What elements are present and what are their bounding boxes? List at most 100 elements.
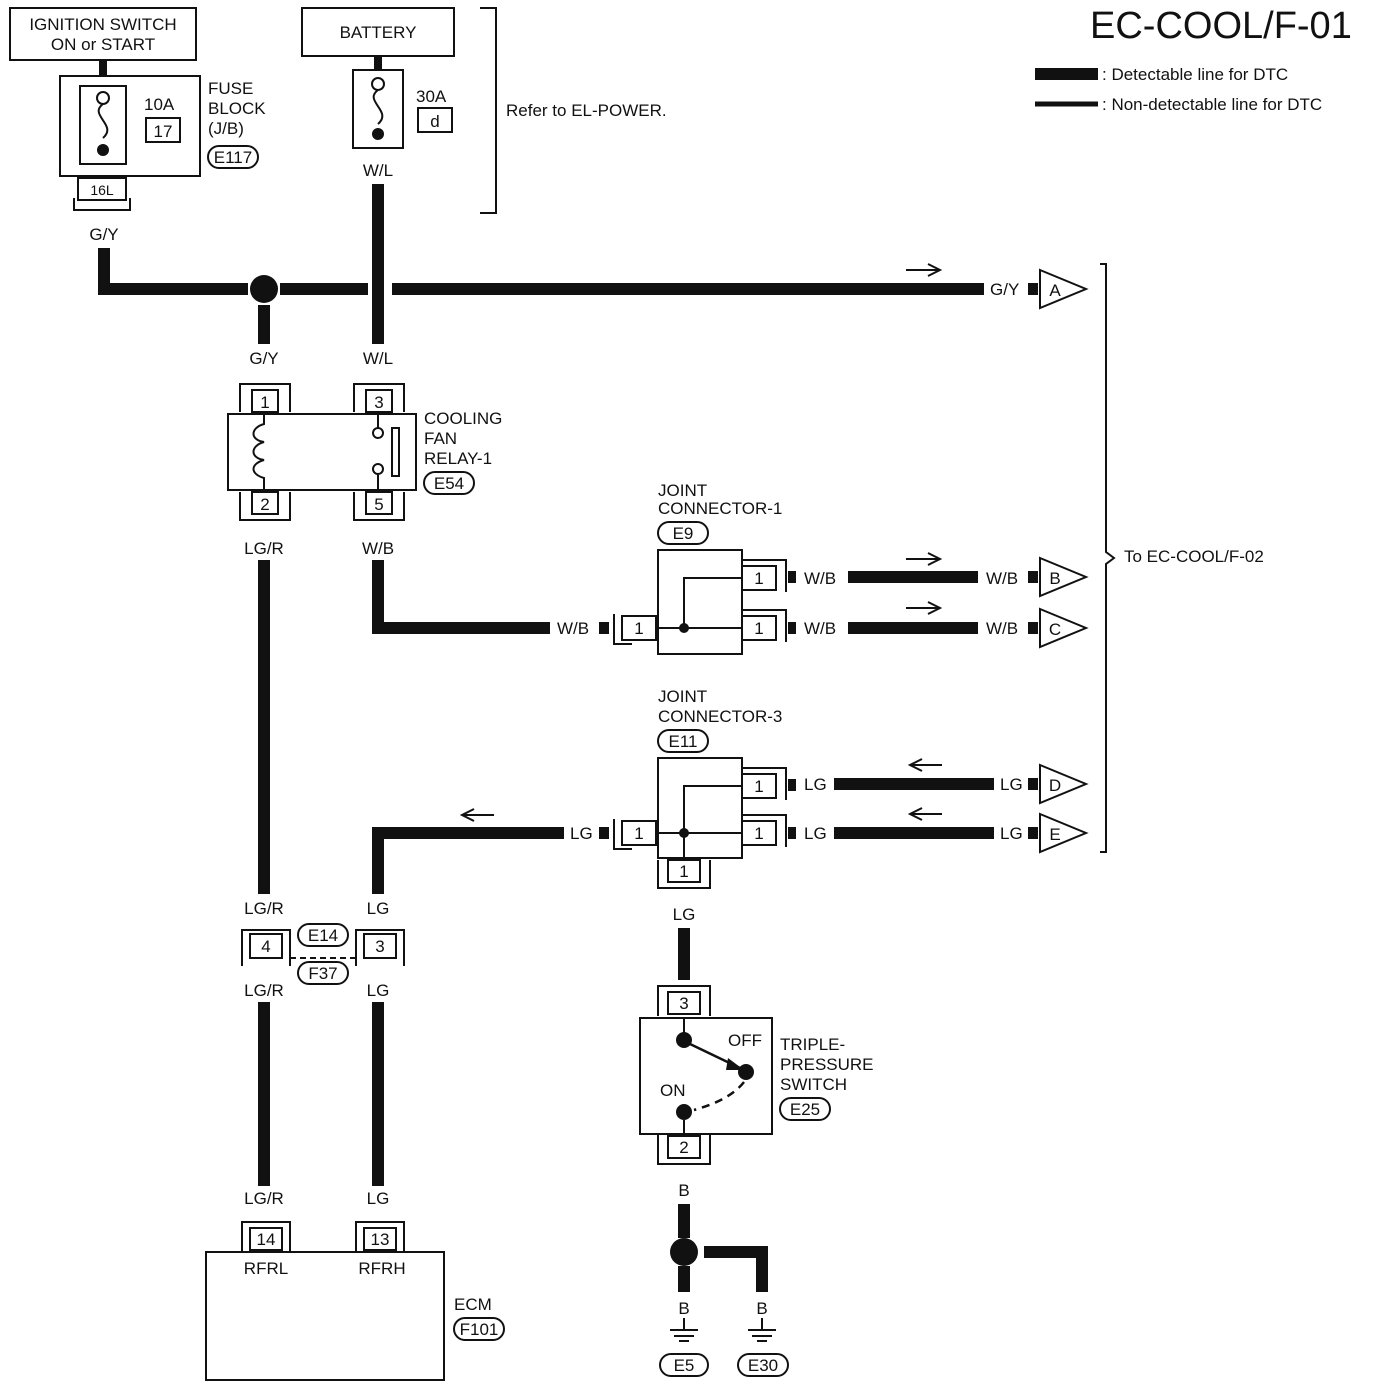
jc3-pin-in-d: 1 [754,777,763,796]
legend-nondetectable-label: : Non-detectable line for DTC [1102,95,1322,114]
ecm-name: ECM [454,1295,492,1314]
fuse-block-name-3: (J/B) [208,119,244,138]
relay-pin-3: 3 [374,393,383,412]
battery-wire-color: W/L [363,161,393,180]
wire-gy-ignition [98,248,248,295]
offpage-c-triangle [1039,607,1089,649]
diagram-title: EC-COOL/F-01 [1090,5,1352,47]
wire-color-wb-3: W/B [804,569,836,588]
refer-bracket [480,7,497,214]
wire-b-to-e30 [704,1246,768,1292]
battery-box [301,7,455,57]
ecm-terminal-rfrl: RFRL [244,1259,288,1278]
relay-pin-5: 5 [374,495,383,514]
wire-color-lgr-2: LG/R [244,899,284,918]
wire-color-lg-4b: LG [673,905,696,924]
joint-connector-1-box [657,549,743,655]
ground-splice [670,1238,698,1266]
wire-color-lgr-4: LG/R [244,1189,284,1208]
jc3-pin-bottom: 1 [679,862,688,881]
wire-color-wb-c: W/B [986,619,1018,638]
jc1-pin-in: 1 [634,619,643,638]
offpage-a: A [1049,281,1061,300]
fuse-block-amp: 10A [144,95,175,114]
offpage-e: E [1049,825,1060,844]
wire-color-lg-3: LG [367,981,390,1000]
relay-pin-1: 1 [260,393,269,412]
wire-color-gy-1: G/Y [89,225,118,244]
wire-color-lgr-3: LG/R [244,981,284,1000]
cooling-fan-relay-box [227,413,417,491]
ground-e5: E5 [674,1356,695,1375]
ground-e30: E30 [748,1356,778,1375]
jc3-pin-in-e: 1 [754,824,763,843]
jc3-name-2: CONNECTOR-3 [658,707,782,726]
jc1-connector: E9 [673,524,694,543]
arrow-left-icon [907,758,942,772]
switch-name-3: SWITCH [780,1075,847,1094]
switch-on-label: ON [660,1081,686,1100]
wire-color-wb-1: W/B [362,539,394,558]
fuse-block-terminal: 16L [90,182,114,198]
joint-connector-3-box [657,757,743,859]
relay-name: COOLING [424,409,502,428]
offpage-e-triangle [1039,812,1089,854]
switch-name: TRIPLE- [780,1035,845,1054]
legend-detectable-label: : Detectable line for DTC [1102,65,1288,84]
ignition-switch-sublabel: ON or START [51,35,155,54]
offpage-brace [1100,263,1116,853]
wire-color-wb-4: W/B [804,619,836,638]
wire-color-lg-2: LG [367,899,390,918]
jc1-name-2: CONNECTOR-1 [658,499,782,518]
wire-color-lg-4: LG [367,1189,390,1208]
wire-color-lg-d: LG [1000,775,1023,794]
wire-color-b-2: B [678,1299,689,1318]
ignition-switch-box [9,7,197,61]
battery-fuse-amp: 30A [416,87,447,106]
wire-color-lg-e: LG [1000,824,1023,843]
jc3-pin-out: 1 [634,824,643,843]
offpage-d-triangle [1039,763,1089,805]
battery-label: BATTERY [340,23,417,42]
jc1-name: JOINT [658,481,707,500]
wire-color-b-3: B [756,1299,767,1318]
wire-color-lg-e-1: LG [804,824,827,843]
fuse-icon [97,103,109,139]
switch-pin-2: 2 [679,1138,688,1157]
ignition-switch-label: IGNITION SWITCH [29,15,176,34]
wire-color-lg-d-1: LG [804,775,827,794]
relay-name-3: RELAY-1 [424,449,492,468]
wire-lg-jc3-to-ecm [372,827,564,894]
jc3-name: JOINT [658,687,707,706]
switch-pin-3: 3 [679,994,688,1013]
battery-fuse-number: d [430,112,439,131]
relay-pin-2: 2 [260,495,269,514]
switch-off-label: OFF [728,1031,762,1050]
wire-color-lgr-1: LG/R [244,539,284,558]
ecm-pin-14: 14 [257,1230,276,1249]
wire-color-gy-a: G/Y [990,280,1019,299]
offpage-b: B [1049,569,1060,588]
wire-wb-relay-to-jc1 [372,560,550,634]
relay-connector: E54 [434,474,464,493]
offpage-b-triangle [1039,556,1089,598]
jc1-pin-out-c: 1 [754,619,763,638]
arrow-right-icon-2 [906,552,943,566]
wire-color-wb-2: W/B [557,619,589,638]
offpage-a-triangle [1039,268,1089,310]
switch-dashed-path [693,1081,745,1112]
to-next-page: To EC-COOL/F-02 [1124,547,1264,566]
fuse-block-connector: E117 [214,148,252,167]
arrow-left-icon-2 [907,807,942,821]
ground-icon [670,1318,698,1342]
arrow-left-icon-3 [459,808,494,822]
splice-point [250,275,278,303]
relay-name-2: FAN [424,429,457,448]
fuse-block-name-2: BLOCK [208,99,266,118]
offpage-c: C [1049,620,1061,639]
relay-coil-icon [252,414,265,490]
ecm-pin-13: 13 [371,1230,390,1249]
ecm-terminal-rfrh: RFRH [358,1259,405,1278]
